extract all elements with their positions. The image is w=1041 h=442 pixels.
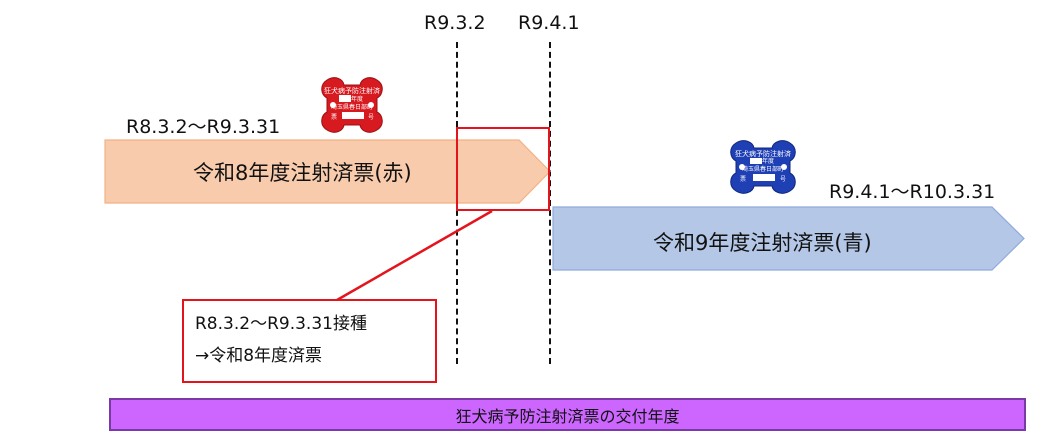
svg-text:狂犬病予防注射済: 狂犬病予防注射済: [324, 86, 380, 95]
red-period-label: 令和8年度注射済票(赤): [193, 161, 412, 185]
svg-text:票: 票: [740, 176, 746, 183]
red-period-arrow: [104, 139, 551, 204]
svg-text:狂犬病予防注射済: 狂犬病予防注射済: [735, 149, 791, 158]
issuance-year-label: 狂犬病予防注射済票の交付年度: [455, 406, 680, 426]
blue-period-arrow: [552, 206, 1025, 271]
issuance-year-bar: 狂犬病予防注射済票の交付年度: [109, 398, 1026, 431]
svg-text:票: 票: [331, 114, 337, 121]
svg-text:号: 号: [780, 176, 786, 183]
red-period-range: R8.3.2～R9.3.31: [126, 116, 281, 138]
svg-text:埼玉県春日部町: 埼玉県春日部町: [742, 165, 784, 173]
blue-tag-icon: 狂犬病予防注射済 年度 埼玉県春日部町 票 号: [722, 139, 804, 199]
callout-line-1: R8.3.2～R9.3.31接種: [195, 314, 367, 334]
svg-text:号: 号: [368, 114, 374, 121]
marker-date-r9-3-2: R9.3.2: [424, 12, 486, 34]
callout-box: R8.3.2～R9.3.31接種 →令和8年度済票: [182, 299, 437, 383]
transition-highlight-box: [456, 127, 550, 211]
blue-period-label: 令和9年度注射済票(青): [653, 231, 872, 255]
svg-text:埼玉県春日部町: 埼玉県春日部町: [331, 103, 373, 111]
blue-period-range: R9.4.1～R10.3.31: [829, 181, 996, 203]
dashed-line-r9-4-1: [549, 42, 551, 364]
red-tag-icon: 狂犬病予防注射済 年度 埼玉県春日部町 票 号: [313, 76, 391, 138]
marker-date-r9-4-1: R9.4.1: [518, 12, 580, 34]
callout-line-2: →令和8年度済票: [195, 346, 323, 366]
svg-text:年度: 年度: [762, 157, 774, 165]
svg-text:年度: 年度: [351, 95, 363, 103]
